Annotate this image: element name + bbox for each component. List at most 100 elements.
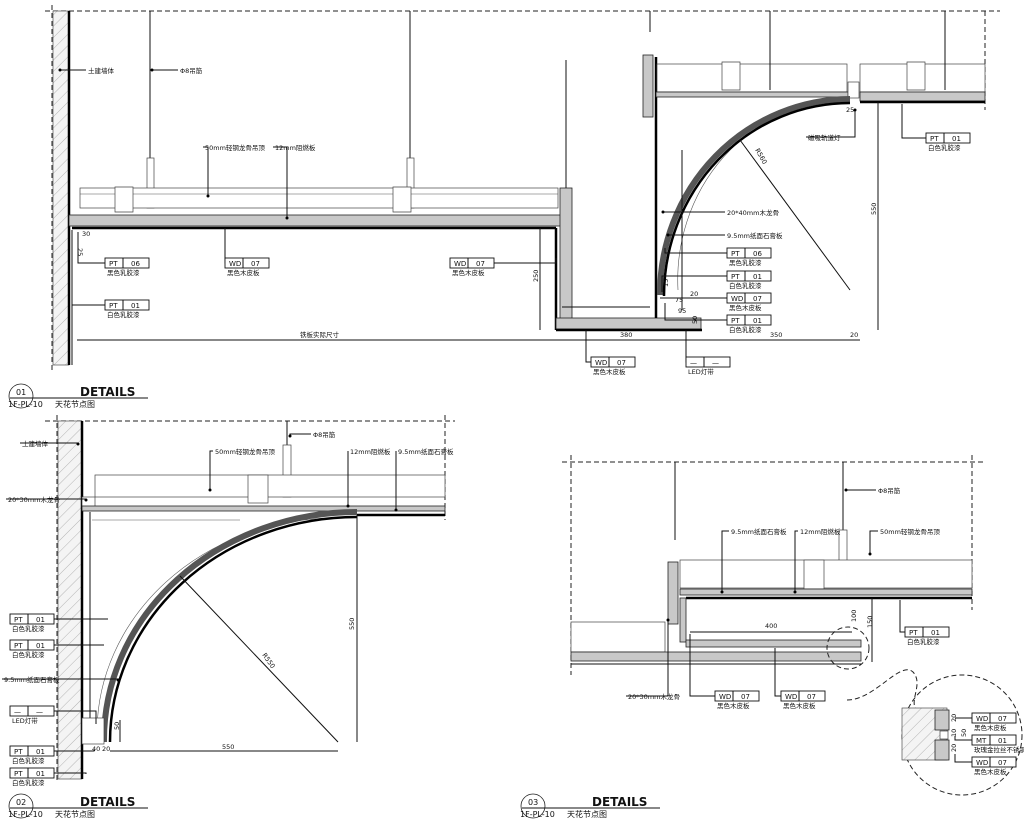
tag-description: 白色乳胶漆 — [12, 650, 45, 659]
leader-arrow-icon — [76, 442, 80, 446]
note-text: 9.5mm纸面石膏板 — [4, 675, 60, 684]
dimension-label: 75 — [675, 296, 683, 304]
tag-description: LED灯带 — [12, 716, 38, 725]
tag-code: PT — [731, 250, 740, 258]
tag-code: PT — [909, 629, 918, 637]
sheet-reference: 1F-PL-10 — [8, 810, 43, 819]
note-text: 土建墙体 — [88, 66, 115, 75]
leader-arrow-icon — [868, 552, 872, 556]
tag-number: 01 — [931, 629, 940, 637]
dimension-label: 150 — [866, 616, 874, 628]
leader-arrow-icon — [288, 434, 292, 438]
tag-description: 白色乳胶漆 — [12, 756, 45, 765]
detail-number: 01 — [16, 388, 26, 397]
tag-description: 白色乳胶漆 — [729, 325, 762, 334]
tag-description: 黑色木皮板 — [729, 303, 762, 312]
leader-line — [899, 600, 905, 633]
tag-box — [449, 257, 495, 269]
leader-arrow-icon — [206, 194, 210, 198]
tag-box — [590, 356, 636, 368]
leader-arrow-icon — [844, 488, 848, 492]
material-tag: ——LED灯带 — [9, 705, 97, 725]
detail-heading: DETAILS — [592, 795, 647, 809]
detail-heading: DETAILS — [80, 795, 135, 809]
tag-description: 黑色木皮板 — [452, 268, 485, 277]
tag-code: PT — [930, 135, 939, 143]
leader-line — [869, 530, 878, 554]
tag-number: 07 — [998, 715, 1007, 723]
dimension-label: 25 — [846, 106, 854, 114]
dimension-label: 95 — [678, 307, 686, 315]
leader-line — [721, 530, 729, 592]
note-callout: Φ8吊筋 — [150, 66, 203, 75]
tag-code: WD — [785, 693, 797, 701]
leader-line — [661, 275, 727, 292]
tag-description: 黑色乳胶漆 — [107, 268, 140, 277]
leader-arrow-icon — [661, 210, 665, 214]
tag-number: — — [36, 708, 43, 716]
tag-description: 黑色乳胶漆 — [729, 258, 762, 267]
note-text: 50mm轻钢龙骨吊顶 — [205, 143, 265, 152]
leader-line — [806, 110, 856, 138]
leader-arrow-icon — [666, 618, 670, 622]
detail-subtitle: 天花节点图 — [55, 399, 95, 409]
tag-code: WD — [976, 715, 988, 723]
tag-number: 06 — [131, 260, 140, 268]
tag-number: 07 — [617, 359, 626, 367]
leader-arrow-icon — [150, 68, 154, 72]
tag-code: PT — [731, 317, 740, 325]
note-text: 50mm轻钢龙骨吊顶 — [215, 447, 275, 456]
tag-code: PT — [731, 273, 740, 281]
tag-code: PT — [109, 260, 118, 268]
tag-number: 01 — [131, 302, 140, 310]
tag-box — [726, 314, 772, 326]
tag-number: — — [712, 359, 719, 367]
detail-number: 02 — [16, 798, 26, 807]
note-text: 9.5mm纸面石膏板 — [398, 447, 454, 456]
annotation-notes: 土建墙体 Φ8吊筋 50mm轻钢龙骨吊顶 12mm阻燃板 20*40mm木龙骨 9.5mm… — [2, 66, 940, 701]
dimension-label: 250 — [532, 270, 540, 282]
tag-description: LED灯带 — [688, 367, 714, 376]
leader-arrow-icon — [853, 108, 857, 112]
note-callout: 20*40mm木龙骨 — [661, 208, 779, 217]
tag-number: 07 — [476, 260, 485, 268]
tag-description: 黑色木皮板 — [974, 723, 1007, 732]
tag-number: 01 — [36, 616, 45, 624]
tag-box — [685, 356, 731, 368]
dimension-label: 40 — [92, 745, 100, 753]
leader-line — [664, 303, 727, 321]
tag-description: 黑色木皮板 — [227, 268, 260, 277]
detail-01-geometry — [45, 5, 1000, 372]
note-text: 12mm阻燃板 — [275, 143, 316, 152]
tag-description: 黑色木皮板 — [593, 367, 626, 376]
note-callout: 50mm轻钢龙骨吊顶 — [208, 447, 275, 492]
tag-number: 01 — [36, 770, 45, 778]
note-text: Φ8吊筋 — [313, 430, 336, 439]
leader-arrow-icon — [394, 508, 398, 512]
detail-subtitle: 天花节点图 — [55, 809, 95, 819]
dimension-label: 550 — [348, 618, 356, 630]
note-text: Φ8吊筋 — [180, 66, 203, 75]
dimension-label: 350 — [770, 331, 782, 339]
tag-code: PT — [14, 770, 23, 778]
note-text: 20*40mm木龙骨 — [727, 208, 779, 217]
tag-box — [9, 767, 55, 779]
note-text: Φ8吊筋 — [878, 486, 901, 495]
tag-box — [726, 247, 772, 259]
tag-box — [904, 626, 950, 638]
leader-line — [77, 232, 105, 264]
tag-number: 07 — [753, 295, 762, 303]
dimension-label: 50 — [113, 722, 121, 730]
tag-code: WD — [976, 759, 988, 767]
tag-code: MT — [976, 737, 987, 745]
dimension-label: 380 — [620, 331, 632, 339]
note-callout: 土建墙体 — [20, 439, 80, 448]
note-callout: Φ8吊筋 — [288, 430, 336, 439]
tag-box — [714, 690, 760, 702]
